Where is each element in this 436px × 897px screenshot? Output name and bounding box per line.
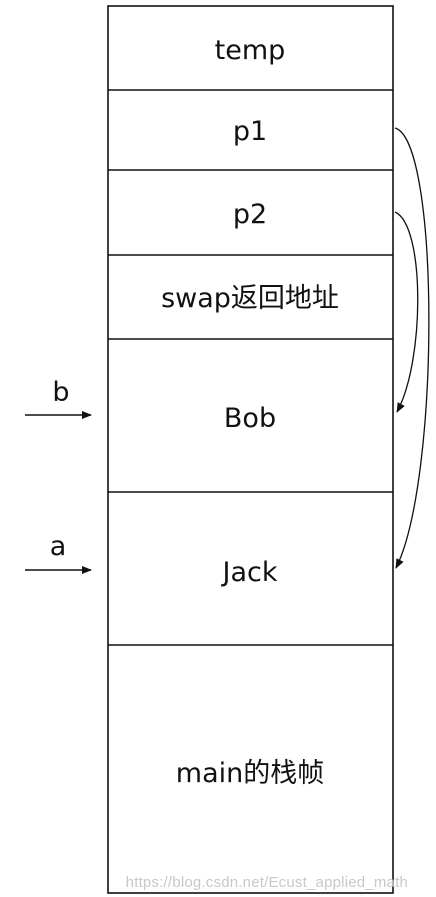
slot-temp-label: temp	[215, 35, 286, 66]
slot-p2-label: p2	[233, 199, 267, 230]
slot-dividers	[108, 89, 393, 646]
slot-bob-label: Bob	[224, 403, 276, 434]
slot-labels: temp p1 p2 swap返回地址 Bob Jack main的栈帧	[161, 35, 339, 789]
slot-p1-label: p1	[233, 116, 267, 147]
reference-p2-to-bob	[394, 211, 419, 413]
slot-jack-label: Jack	[221, 557, 278, 588]
pointer-a-label: a	[50, 531, 67, 562]
reference-p1-to-jack	[394, 127, 430, 569]
pointer-a: a	[25, 531, 92, 574]
slot-return-address-label: swap返回地址	[161, 283, 339, 314]
slot-main-frame-label: main的栈帧	[176, 758, 324, 789]
pointer-b-label: b	[52, 377, 69, 408]
watermark: https://blog.csdn.net/Ecust_applied_math	[125, 874, 408, 891]
pointer-b: b	[25, 377, 92, 419]
stack-frame	[107, 5, 394, 894]
